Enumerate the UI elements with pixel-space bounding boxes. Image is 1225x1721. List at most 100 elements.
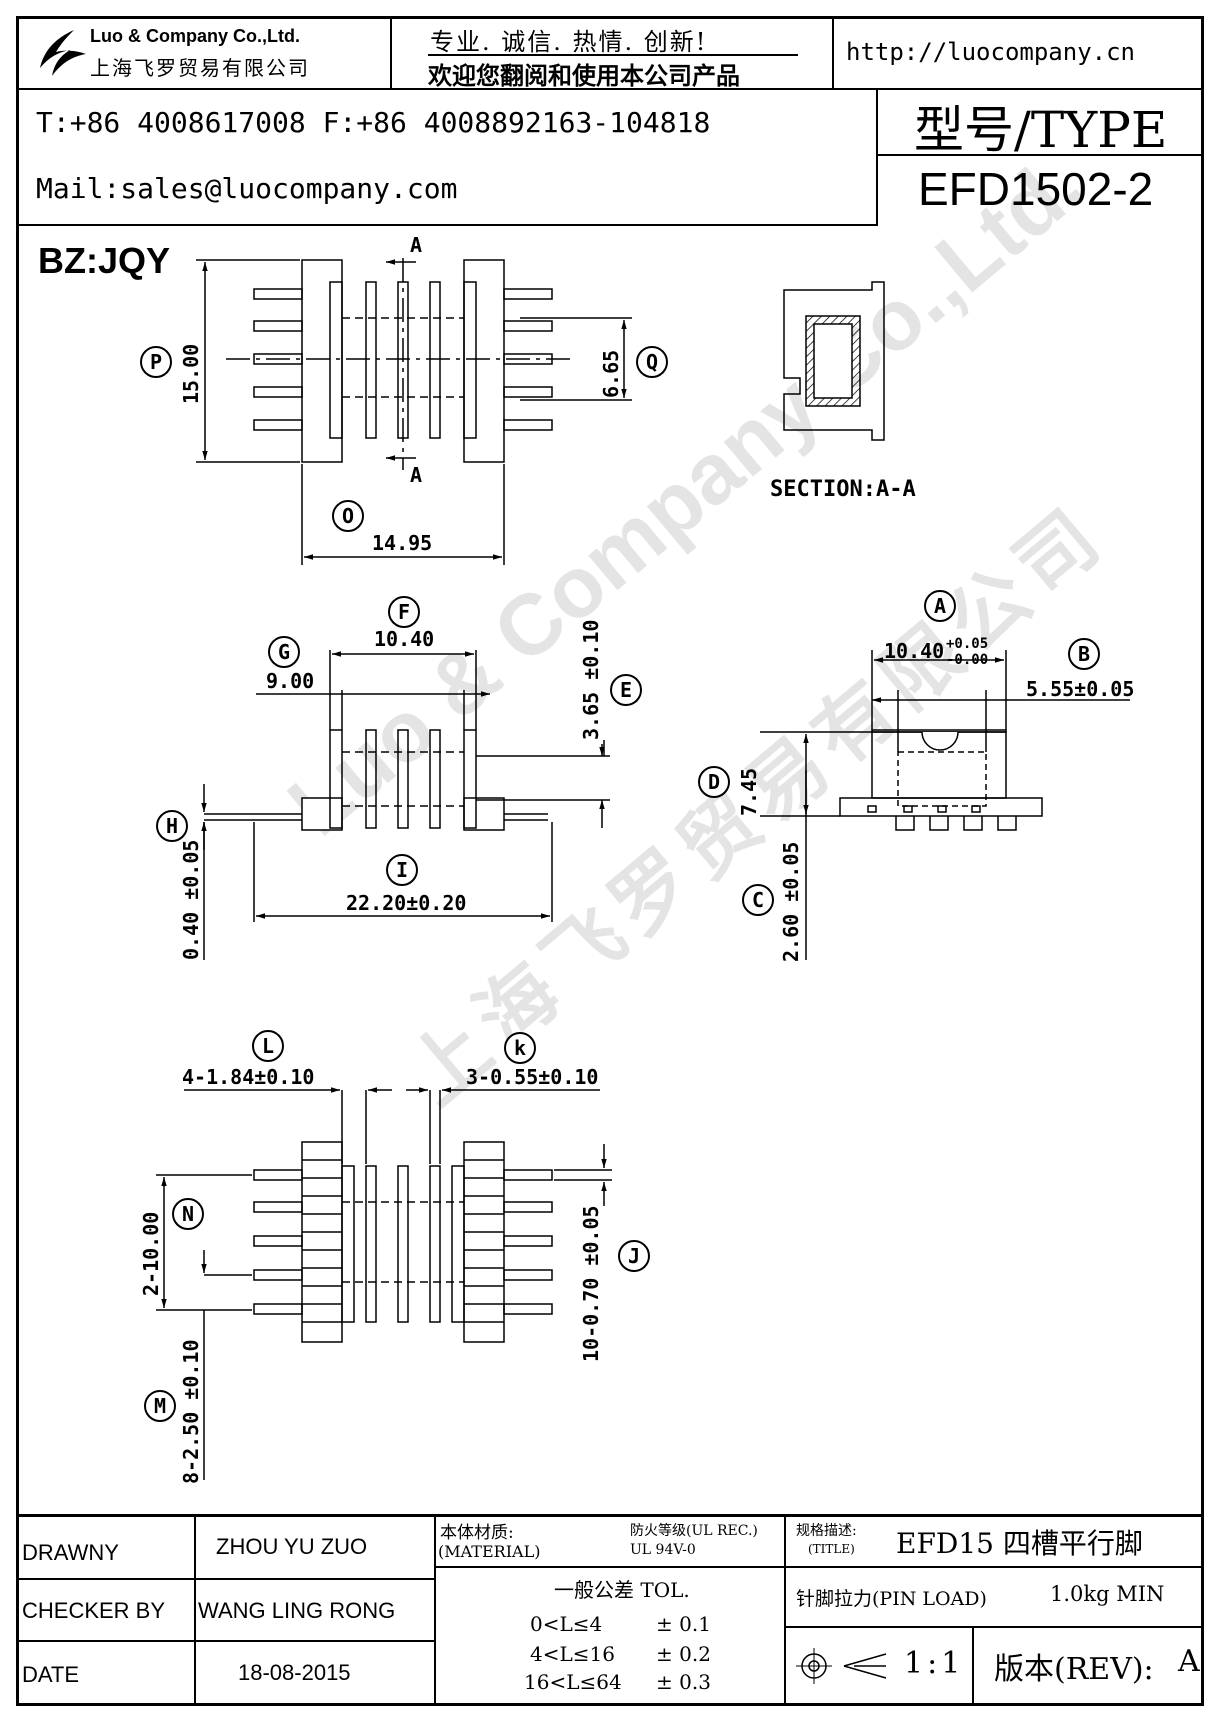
- contact-cell: T:+86 4008617008 F:+86 4008892163-104818…: [18, 88, 878, 226]
- tolerance-value-1: ± 0.1: [656, 1612, 711, 1636]
- section-view: [783, 281, 885, 441]
- model-cell: EFD1502-2: [876, 154, 1202, 226]
- callout-n: N: [182, 1202, 194, 1226]
- drawn-value-cell: ZHOU YU ZUO: [194, 1516, 436, 1580]
- pin-load-label: 针脚拉力(PIN LOAD): [796, 1588, 987, 1610]
- tolerance-range-1: 0<L≤4: [530, 1612, 603, 1636]
- checker-value-cell: WANG LING RONG: [194, 1578, 436, 1642]
- spec-cell: 规格描述: (TITLE) EFD15 四槽平行脚: [784, 1516, 1204, 1568]
- dim-a-value: 10.40: [884, 639, 944, 663]
- website-link[interactable]: http://luocompany.cn: [846, 38, 1135, 66]
- dim-e-value: 3.65 ±0.10: [579, 620, 603, 740]
- top-view-labels: A A 15.00 6.65 14.95: [179, 233, 623, 555]
- tolerance-header: 一般公差 TOL.: [554, 1578, 690, 1602]
- title-block-top-border: [18, 1514, 1204, 1517]
- date-value-cell: 18-08-2015: [194, 1640, 436, 1706]
- revision-value: A: [1178, 1644, 1200, 1679]
- dim-g-value: 9.00: [266, 669, 314, 693]
- checker-value: WANG LING RONG: [198, 1598, 396, 1623]
- packaging-code: BZ:JQY: [38, 240, 171, 281]
- logo-cell: Luo & Company Co.,Ltd. 上海飞罗贸易有限公司: [18, 18, 392, 90]
- pin-load-value: 1.0kg MIN: [1050, 1582, 1165, 1606]
- dim-n-value: 2-10.00: [139, 1212, 163, 1296]
- front-view: [201, 650, 610, 960]
- scale-cell: 1:1: [784, 1626, 974, 1706]
- tolerance-value-3: ± 0.3: [656, 1670, 711, 1694]
- checker-label-cell: CHECKER BY: [18, 1578, 196, 1642]
- callout-l: L: [262, 1034, 274, 1058]
- callout-e: E: [620, 678, 632, 702]
- top-view: [196, 258, 632, 565]
- dim-f-value: 10.40: [374, 627, 434, 651]
- callout-h: H: [166, 814, 178, 838]
- slogan-line2: 欢迎您翻阅和使用本公司产品: [428, 61, 740, 90]
- callout-k: k: [514, 1036, 526, 1060]
- revision-label: 版本(REV):: [994, 1652, 1154, 1687]
- tolerance-range-3: 16<L≤64: [524, 1670, 622, 1694]
- section-label: SECTION:A-A: [770, 477, 916, 502]
- logo-icon: [40, 30, 86, 76]
- slogan-cell: 专业. 诚信. 热情. 创新! 欢迎您翻阅和使用本公司产品: [390, 18, 834, 90]
- side-view: [760, 650, 1130, 960]
- dim-q-value: 6.65: [599, 350, 623, 398]
- section-mark-bottom: A: [410, 463, 422, 487]
- dim-a-tol-lower: -0.00: [946, 652, 988, 668]
- date-value: 18-08-2015: [238, 1660, 351, 1685]
- callout-b: B: [1078, 642, 1090, 666]
- drawn-label-cell: DRAWNY: [18, 1516, 196, 1580]
- dim-o-value: 14.95: [372, 531, 432, 555]
- tolerance-cell: 一般公差 TOL. 0<L≤4 ± 0.1 4<L≤16 ± 0.2 16<L≤…: [434, 1566, 786, 1706]
- date-label-cell: DATE: [18, 1640, 196, 1706]
- spec-label-en: (TITLE): [808, 1542, 855, 1556]
- callout-j: J: [628, 1244, 640, 1268]
- slogan-divider: [428, 54, 798, 56]
- fire-rating-value: UL 94V-0: [630, 1542, 696, 1558]
- phone-fax: T:+86 4008617008 F:+86 4008892163-104818: [36, 106, 711, 139]
- slogan-line1: 专业. 诚信. 热情. 创新!: [430, 28, 708, 56]
- email[interactable]: Mail:sales@luocompany.com: [36, 172, 458, 205]
- date-label: DATE: [22, 1662, 80, 1687]
- dim-m-value: 8-2.50 ±0.10: [179, 1340, 203, 1485]
- material-label-en: (MATERIAL): [438, 1542, 541, 1561]
- dim-h-value: 0.40 ±0.05: [179, 840, 203, 960]
- callout-i: I: [396, 858, 408, 882]
- dim-a-tol-upper: +0.05: [946, 636, 988, 652]
- model-number: EFD1502-2: [918, 163, 1154, 215]
- material-label-cn: 本体材质:: [440, 1523, 514, 1543]
- material-cell: 本体材质: (MATERIAL) 防火等级(UL REC.) UL 94V-0: [434, 1516, 786, 1568]
- type-label: 型号/TYPE: [914, 101, 1168, 159]
- dim-l-value: 4-1.84±0.10: [182, 1065, 314, 1089]
- spec-label-cn: 规格描述:: [796, 1523, 857, 1539]
- pin-load-cell: 针脚拉力(PIN LOAD) 1.0kg MIN: [784, 1566, 1204, 1628]
- dim-k-value: 3-0.55±0.10: [466, 1065, 598, 1089]
- dim-d-value: 7.45: [737, 768, 761, 816]
- company-name-cn: 上海飞罗贸易有限公司: [90, 56, 310, 80]
- callout-g: G: [278, 640, 290, 664]
- callout-m: M: [154, 1394, 166, 1418]
- drawn-value: ZHOU YU ZUO: [216, 1534, 368, 1559]
- company-name-en: Luo & Company Co.,Ltd.: [90, 26, 300, 46]
- website-cell: http://luocompany.cn: [832, 18, 1202, 90]
- drawing-frame: [16, 16, 1204, 1706]
- callout-f: F: [398, 600, 410, 624]
- callouts-top: [140, 346, 668, 532]
- type-label-cell: 型号/TYPE: [876, 88, 1202, 159]
- fire-rating-label: 防火等级(UL REC.): [630, 1523, 758, 1539]
- product-title: EFD15 四槽平行脚: [896, 1527, 1143, 1560]
- tolerance-range-2: 4<L≤16: [530, 1642, 615, 1666]
- bottom-view: [156, 1087, 612, 1480]
- tolerance-value-2: ± 0.2: [656, 1642, 711, 1666]
- dim-j-value: 10-0.70 ±0.05: [579, 1205, 603, 1362]
- dim-c-value: 2.60 ±0.05: [779, 842, 803, 962]
- drawn-label: DRAWNY: [22, 1540, 119, 1565]
- callout-q: Q: [646, 350, 658, 374]
- section-mark-top: A: [410, 233, 422, 257]
- dim-p-value: 15.00: [179, 344, 203, 404]
- dim-b-value: 5.55±0.05: [1026, 677, 1134, 701]
- checker-label: CHECKER BY: [22, 1598, 166, 1623]
- callout-a: A: [934, 594, 946, 618]
- callout-d: D: [708, 770, 720, 794]
- callout-p: P: [150, 350, 162, 374]
- projection-symbol-icon: [796, 1648, 887, 1684]
